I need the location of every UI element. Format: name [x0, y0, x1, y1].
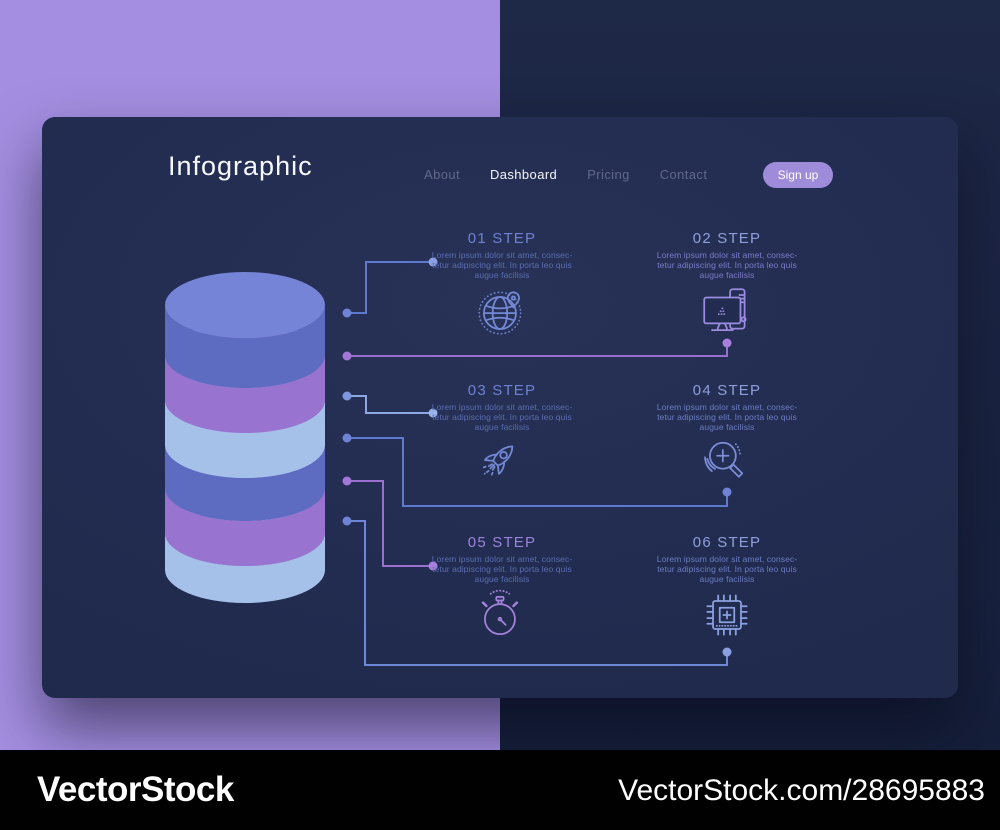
cylinder-layer-5-side [165, 488, 325, 566]
connector-6 [342, 516, 732, 666]
cylinder-layer-6-side [165, 533, 325, 603]
connector-2 [342, 338, 732, 361]
cylinder-chart [165, 272, 325, 603]
step-block-01: 01 STEP Lorem ipsum dolor sit amet, cons… [397, 230, 607, 340]
connector-4 [342, 433, 732, 507]
watermark-brand: VectorStock [37, 770, 234, 809]
magnifier-zoom-in-icon [704, 441, 744, 478]
step-body: Lorem ipsum dolor sit amet, consec- tetu… [431, 402, 573, 432]
watermark-bar: VectorStock VectorStock.com/28695883 [0, 750, 1000, 830]
step-block-02: 02 STEP Lorem ipsum dolor sit amet, cons… [622, 230, 832, 340]
connector-5 [342, 476, 438, 571]
site-logo: Infographic [168, 151, 313, 181]
step-block-05: 05 STEP Lorem ipsum dolor sit amet, cons… [397, 534, 607, 644]
step-title: 03 STEP [467, 382, 537, 399]
step-block-04: 04 STEP Lorem ipsum dolor sit amet, cons… [622, 382, 832, 492]
step-body: Lorem ipsum dolor sit amet, consec- tetu… [431, 554, 573, 584]
cylinder-layer-4-side [165, 445, 325, 521]
step-title: 06 STEP [692, 534, 762, 551]
desktop-computer-icon [703, 288, 747, 332]
step-body: Lorem ipsum dolor sit amet, consec- tetu… [656, 250, 798, 280]
cylinder-layer-2-side [165, 355, 325, 433]
step-body: Lorem ipsum dolor sit amet, consec- tetu… [656, 554, 798, 584]
landing-page-card: Infographic About Dashboard Pricing Cont… [42, 117, 958, 698]
infographic-graphic [165, 257, 732, 666]
step-title: 04 STEP [692, 382, 762, 399]
nav-item-about[interactable]: About [424, 167, 460, 182]
step-title: 01 STEP [467, 230, 537, 247]
connector-lines [342, 257, 732, 666]
globe-location-icon [478, 291, 522, 335]
main-nav: About Dashboard Pricing Contact [424, 167, 707, 182]
step-title: 05 STEP [467, 534, 537, 551]
nav-item-dashboard[interactable]: Dashboard [489, 167, 558, 182]
cpu-chip-icon [706, 594, 748, 636]
step-body: Lorem ipsum dolor sit amet, consec- tetu… [656, 402, 798, 432]
nav-item-pricing[interactable]: Pricing [587, 167, 630, 182]
watermark-image-ref: VectorStock.com/28695883 [618, 774, 985, 807]
cylinder-layer-3-side [165, 400, 325, 478]
sign-up-button[interactable]: Sign up [763, 162, 833, 188]
step-body: Lorem ipsum dolor sit amet, consec- tetu… [431, 250, 573, 280]
connector-1 [342, 257, 438, 318]
nav-item-contact[interactable]: Contact [659, 167, 708, 182]
cylinder-layer-1-top [165, 272, 325, 338]
step-block-03: 03 STEP Lorem ipsum dolor sit amet, cons… [397, 382, 607, 492]
rocket-icon [481, 445, 514, 477]
connector-3 [342, 391, 438, 418]
step-title: 02 STEP [692, 230, 762, 247]
step-block-06: 06 STEP Lorem ipsum dolor sit amet, cons… [622, 534, 832, 644]
cylinder-layer-1-side [165, 305, 325, 388]
stopwatch-icon [481, 589, 519, 636]
